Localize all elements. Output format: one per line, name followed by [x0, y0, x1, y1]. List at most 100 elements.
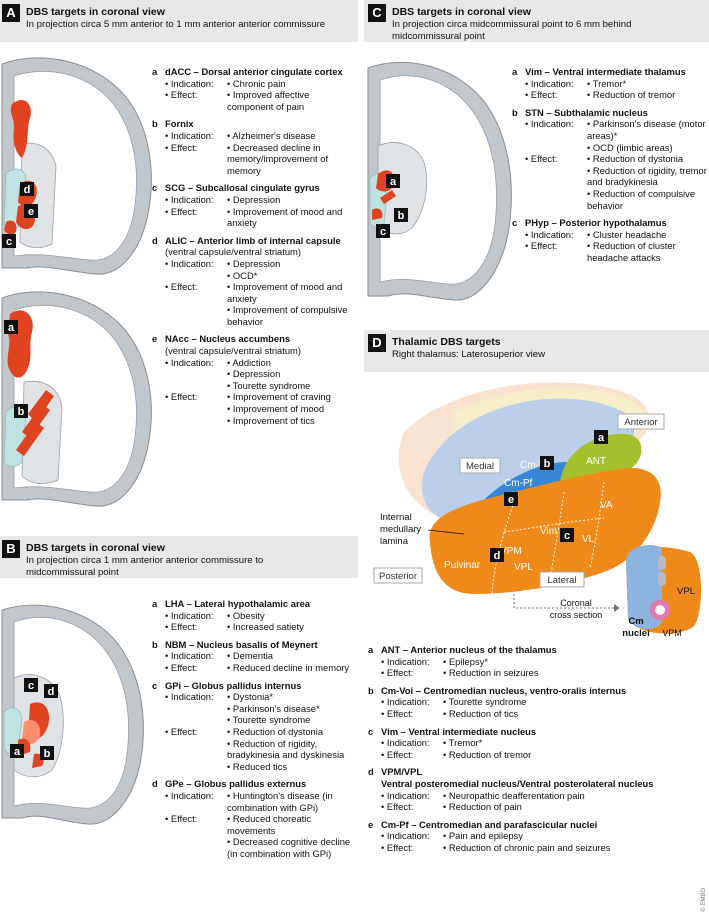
label-pulvinar: Pulvinar [444, 560, 481, 571]
effect-label: • Effect: [165, 725, 198, 737]
target-name: VPM/VPL [381, 766, 423, 778]
effect-item: Reduced tics [227, 761, 357, 773]
indication-label: • Indication: [381, 789, 430, 801]
indication-item: Cluster headache [587, 229, 707, 241]
indication-item: Tremor* [587, 78, 707, 90]
effect-item: Decreased decline in memory/improvement … [227, 142, 357, 177]
target-subtitle: Ventral posteromedial nucleus/Ventral po… [381, 777, 654, 789]
indication-item: Parkinson's disease (motor areas)* [587, 118, 707, 141]
indication-label: • Indication: [165, 193, 214, 205]
effect-item: Reduction of pain [443, 801, 698, 813]
panel-d-label: D [368, 334, 386, 352]
effect-item: Improvement of compulsive behavior [227, 304, 357, 327]
panel-c-header [364, 0, 709, 42]
effect-label: • Effect: [165, 621, 198, 633]
effect-label: • Effect: [165, 661, 198, 673]
marker-c-c [376, 224, 390, 238]
indication-item: Neuropathic deafferentation pain [443, 790, 698, 802]
marker-a-bottom-b [14, 404, 28, 418]
label-vim: Vim [540, 526, 557, 537]
panel-b-header [0, 536, 358, 578]
target-name: NBM – Nucleus basalis of Meynert [165, 638, 318, 650]
effect-item: Improvement of mood and anxiety [227, 281, 357, 304]
label-medial: Medial [466, 461, 494, 472]
marker-b-b-text: b [44, 748, 51, 760]
target-letter: a [512, 66, 518, 77]
thalamus-diagram: Medial Anterior Posterior Lateral ANT Cm… [373, 382, 702, 639]
panel-a-title: DBS targets in coronal view [26, 6, 165, 18]
indication-item: Tourette syndrome [443, 696, 698, 708]
target-letter: d [368, 766, 374, 778]
marker-d-c-text: c [564, 530, 570, 542]
marker-b-c-text: c [28, 680, 34, 692]
indication-item: OCD* [227, 270, 357, 282]
label-lateral: Lateral [547, 575, 576, 586]
label-cs-cm-2: nuclei [622, 628, 649, 639]
label-cs-cm-1: Cm [628, 616, 643, 627]
label-iml-3: lamina [380, 536, 409, 547]
target-letter: e [152, 333, 158, 345]
marker-a-top-c [2, 234, 16, 248]
marker-b-d-text: d [48, 686, 55, 698]
effect-item: Reduction of rigidity, tremor and bradyk… [587, 165, 707, 188]
target-name: NAcc – Nucleus accumbens [165, 333, 291, 345]
label-anterior: Anterior [624, 417, 657, 428]
marker-a-bottom-a [4, 320, 18, 334]
panel-d-title: Thalamic DBS targets [392, 336, 501, 348]
indication-label: • Indication: [381, 737, 430, 749]
effect-label: • Effect: [381, 707, 414, 719]
effect-item: Reduction in seizures [443, 667, 698, 679]
indication-label: • Indication: [165, 129, 214, 141]
target-letter: e [368, 818, 374, 830]
target-letter: b [152, 118, 158, 130]
credit: © EMBO [701, 888, 707, 912]
label-va: VA [600, 500, 613, 511]
marker-d-b-text: b [544, 458, 551, 470]
target-name: dACC – Dorsal anterior cingulate cortex [165, 66, 343, 77]
indication-label: • Indication: [381, 830, 430, 842]
indication-item: Parkinson's disease* [227, 703, 357, 715]
effect-item: Reduced decline in memory [227, 662, 357, 674]
marker-d-c [560, 528, 574, 542]
target-name: SCG – Subcallosal cingulate gyrus [165, 182, 320, 194]
panel-a-brain-top: d e c [1, 57, 152, 275]
effect-item: Increased satiety [227, 621, 357, 633]
indication-label: • Indication: [381, 696, 430, 708]
panel-b-title: DBS targets in coronal view [26, 542, 165, 554]
panel-c-label: C [368, 4, 386, 22]
label-cs-vpl: VPL [677, 586, 695, 597]
indication-item: Chronic pain [227, 78, 357, 90]
indication-label: • Indication: [165, 691, 214, 703]
marker-b-d [44, 684, 58, 698]
target-letter: c [152, 679, 158, 691]
panel-a-brain-bottom: a b [1, 291, 152, 507]
target-name: LHA – Lateral hypothalamic area [165, 598, 311, 609]
indication-item: Depression [227, 368, 357, 380]
effect-item: Improvement of mood [227, 403, 357, 415]
target-letter: b [368, 684, 374, 696]
effect-item: Reduction of tremor [443, 749, 698, 761]
target-letter: c [368, 725, 374, 737]
effect-item: Reduction of tics [443, 708, 698, 720]
marker-d-e-text: e [508, 494, 514, 506]
panel-c-title: DBS targets in coronal view [392, 6, 531, 18]
target-name: ANT – Anterior nucleus of the thalamus [381, 644, 557, 655]
effect-label: • Effect: [165, 205, 198, 217]
effect-item: Improvement of craving [227, 391, 357, 403]
indication-label: • Indication: [165, 257, 214, 269]
indication-item: OCD (limbic areas) [587, 142, 707, 154]
marker-a-top-e-text: e [28, 206, 34, 218]
label-vpl: VPL [514, 562, 533, 573]
indication-item: Depression [227, 194, 357, 206]
target-letter: b [152, 638, 158, 650]
target-name: Vim – Ventral intermediate nucleus [381, 725, 537, 737]
target-name: Fornix [165, 118, 194, 130]
indication-item: Obesity [227, 610, 357, 622]
panel-a-label: A [2, 4, 20, 22]
